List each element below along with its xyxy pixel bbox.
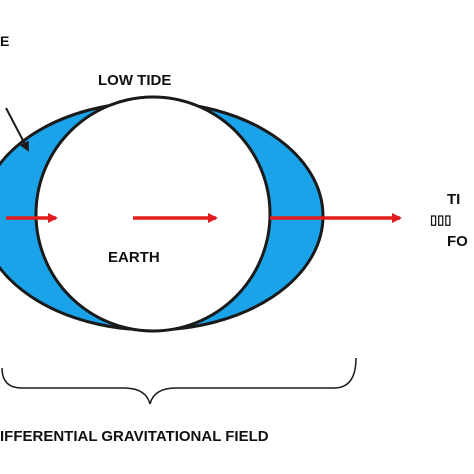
right-fragment-bottom-label: FO <box>447 233 468 250</box>
right-fragment-middle-label: ▯▯▯ <box>430 212 451 227</box>
top-left-fragment-label: E <box>0 33 9 49</box>
curly-brace <box>1 357 357 405</box>
bottom-caption: IFFERENTIAL GRAVITATIONAL FIELD <box>0 428 269 445</box>
low-tide-label: LOW TIDE <box>98 72 171 89</box>
right-fragment-top-label: TI <box>447 191 460 208</box>
earth-circle <box>34 95 272 333</box>
earth-label: EARTH <box>108 249 160 266</box>
pointer-arrow-icon <box>5 107 29 152</box>
